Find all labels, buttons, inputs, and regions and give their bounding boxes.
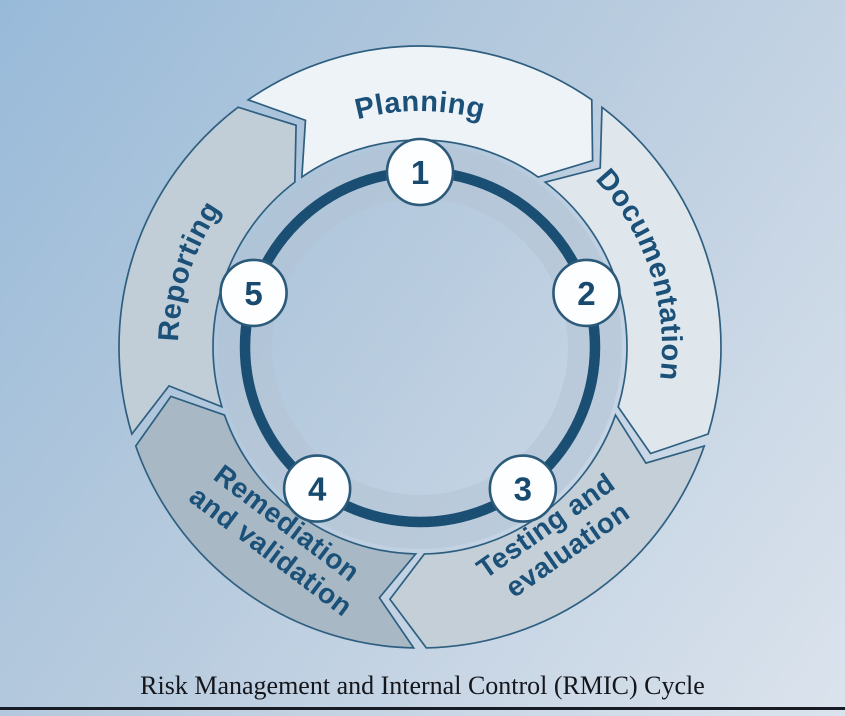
step-number-5: 5 [244,275,262,312]
segment-testing [388,413,706,649]
step-marker-2: 2 [552,258,621,328]
segment-planning [246,45,594,179]
bottom-rule [0,707,845,710]
step-number-3: 3 [514,471,532,508]
step-marker-1: 1 [385,137,455,207]
step-number-4: 4 [308,471,327,508]
segment-reporting [118,106,297,436]
step-marker-3: 3 [488,454,558,523]
step-marker-5: 5 [219,258,288,328]
step-number-2: 2 [577,275,595,312]
diagram-caption: Risk Management and Internal Control (RM… [140,671,705,700]
segment-documentation [543,105,722,455]
step-marker-4: 4 [282,454,352,523]
step-number-1: 1 [411,154,429,191]
segment-remediation [134,395,418,649]
